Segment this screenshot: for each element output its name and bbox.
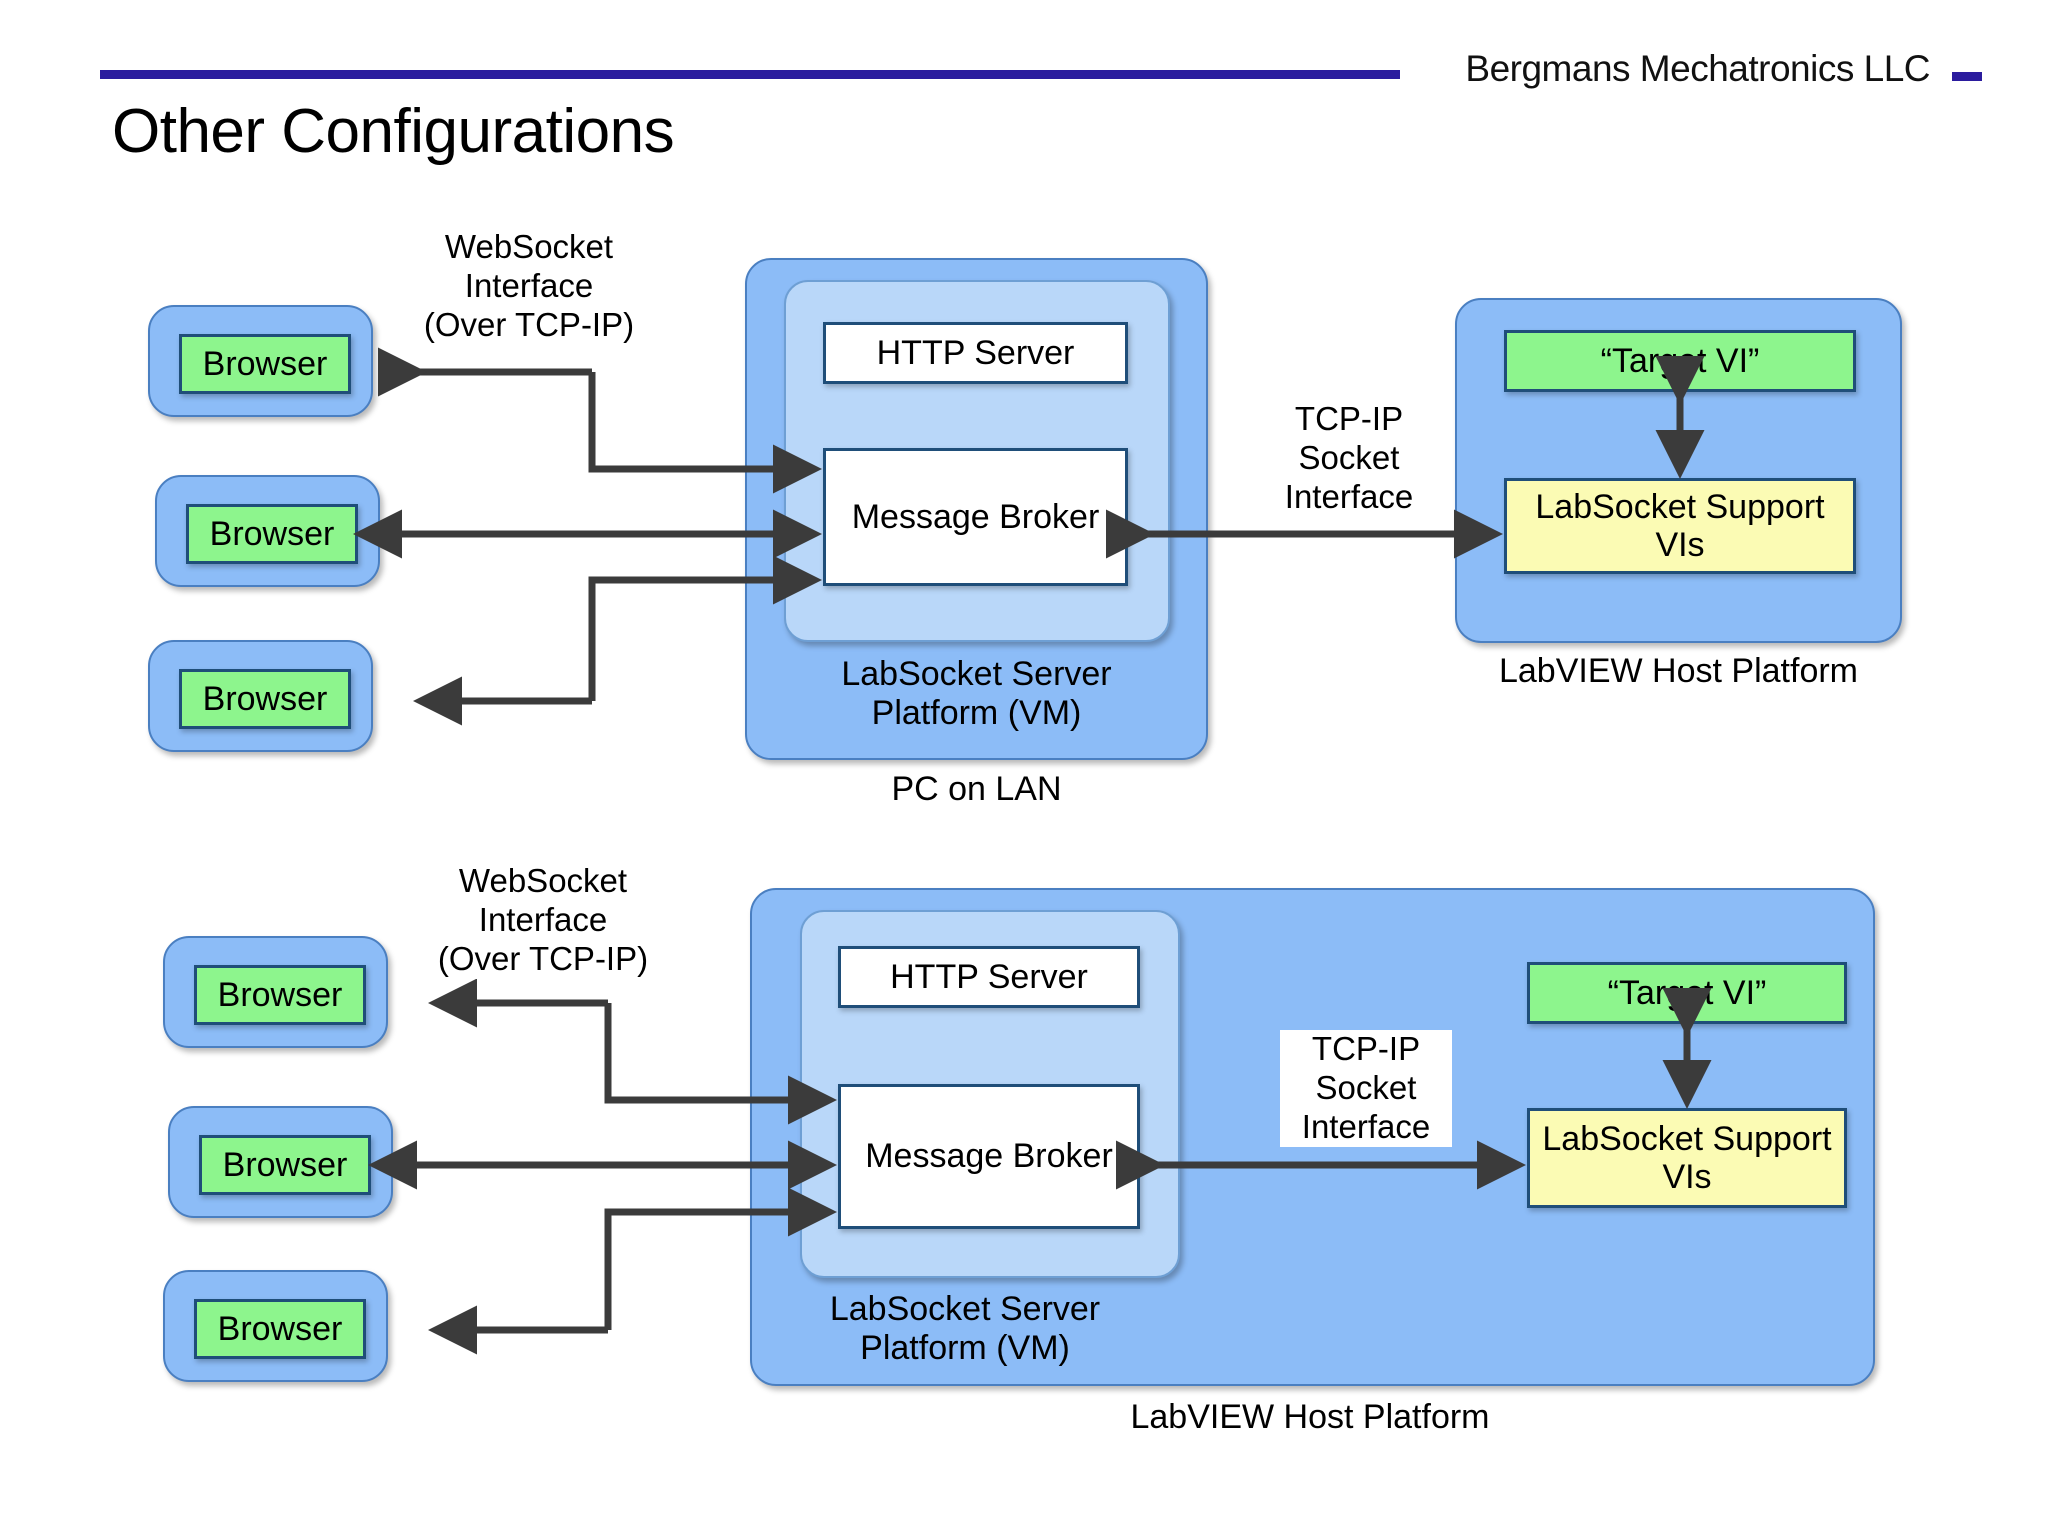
target-vi-box-top[interactable]: “Target VI” — [1504, 330, 1856, 392]
websocket-interface-label-bottom: WebSocket Interface (Over TCP-IP) — [412, 862, 674, 979]
http-server-box-top[interactable]: HTTP Server — [823, 322, 1128, 384]
header-rule — [100, 70, 1400, 79]
tcpip-socket-interface-label-bottom: TCP-IP Socket Interface — [1280, 1030, 1452, 1147]
http-server-box-bottom[interactable]: HTTP Server — [838, 946, 1140, 1008]
labsocket-support-vis-box-bottom[interactable]: LabSocket Support VIs — [1527, 1108, 1847, 1208]
labsocket-server-vm-caption-top: LabSocket Server Platform (VM) — [841, 655, 1112, 733]
labview-host-platform-caption-bottom: LabVIEW Host Platform — [1130, 1398, 1490, 1436]
labsocket-server-vm-caption-bottom: LabSocket Server Platform (VM) — [829, 1290, 1101, 1368]
page-title: Other Configurations — [112, 97, 675, 166]
browser-box-1[interactable]: Browser — [179, 334, 351, 394]
labview-host-platform-caption-top: LabVIEW Host Platform — [1498, 652, 1858, 690]
labsocket-support-vis-box-top[interactable]: LabSocket Support VIs — [1504, 478, 1856, 574]
browser-box-3[interactable]: Browser — [179, 669, 351, 729]
target-vi-box-bottom[interactable]: “Target VI” — [1527, 962, 1847, 1024]
message-broker-box-top[interactable]: Message Broker — [823, 448, 1128, 586]
pc-on-lan-caption: PC on LAN — [891, 770, 1062, 808]
browser-box-2[interactable]: Browser — [186, 504, 358, 564]
browser-box-5[interactable]: Browser — [199, 1135, 371, 1195]
tcpip-socket-interface-label-top: TCP-IP Socket Interface — [1268, 400, 1430, 517]
websocket-interface-label-top: WebSocket Interface (Over TCP-IP) — [398, 228, 660, 345]
browser-box-6[interactable]: Browser — [194, 1299, 366, 1359]
header-accent-dash — [1952, 72, 1982, 81]
message-broker-box-bottom[interactable]: Message Broker — [838, 1084, 1140, 1229]
company-name: Bergmans Mechatronics LLC — [1465, 48, 1930, 89]
browser-box-4[interactable]: Browser — [194, 965, 366, 1025]
